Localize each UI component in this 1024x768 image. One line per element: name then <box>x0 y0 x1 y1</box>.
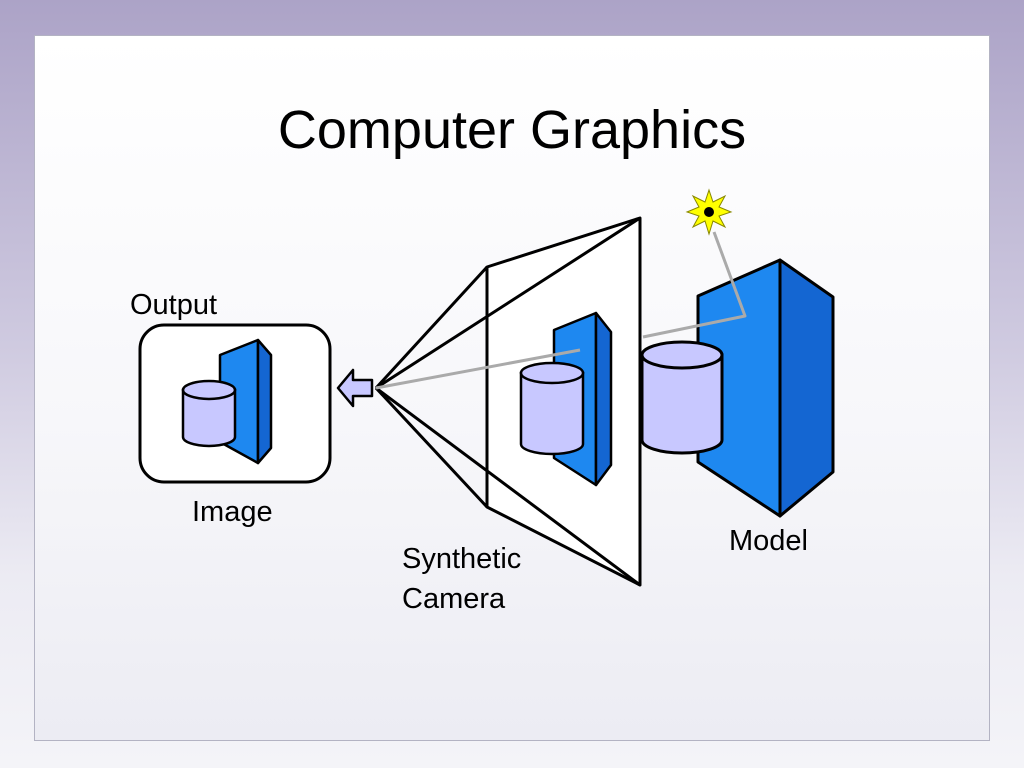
slide-title: Computer Graphics <box>277 100 747 160</box>
light-ray <box>642 231 747 339</box>
output-image-box <box>138 323 332 484</box>
left-arrow-icon <box>336 368 374 408</box>
model-label: Model <box>729 525 808 557</box>
output-label: Output <box>130 289 218 321</box>
projection-ray <box>375 348 581 390</box>
camera-label: Camera <box>402 583 506 615</box>
model-object <box>640 258 835 518</box>
synthetic-label: Synthetic <box>402 543 522 575</box>
light-source-icon <box>685 188 733 236</box>
projected-image <box>519 311 613 487</box>
image-label: Image <box>192 496 273 528</box>
